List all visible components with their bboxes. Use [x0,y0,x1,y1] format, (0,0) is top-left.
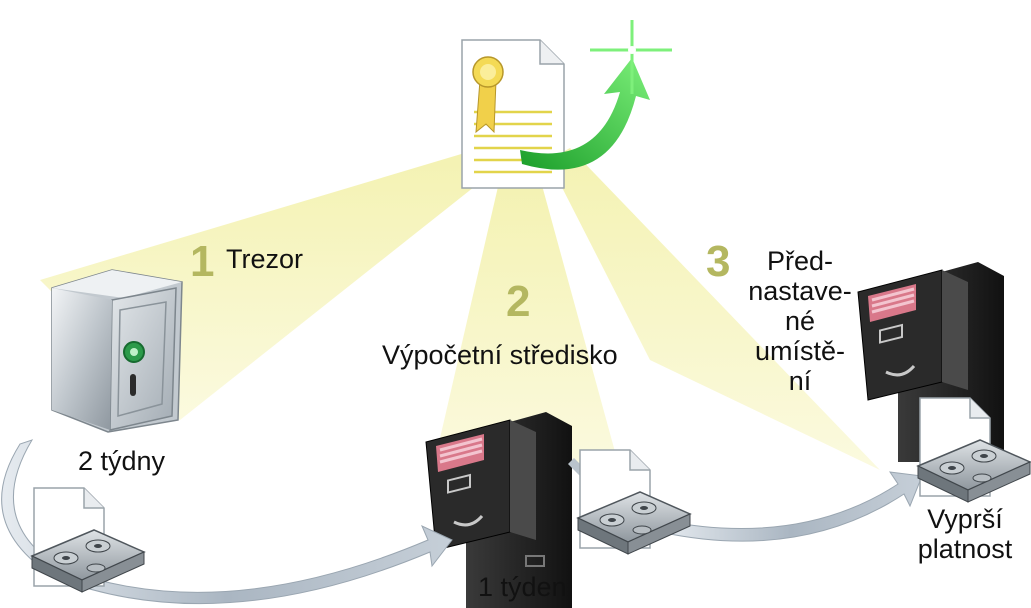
tape-cartridge-icon [917,397,1031,503]
beam-to-datacenter [435,178,620,470]
step-2-label: Výpočetní středisko [382,340,618,370]
beam-to-offsite [548,148,880,470]
step-3-number: 3 [706,237,731,286]
safe-icon [51,269,183,433]
expire-label-line: Vyprší [927,504,1003,534]
vault-duration-label: 2 týdny [78,446,166,476]
step-2-number: 2 [506,277,531,326]
step-3-label-line: umístě- [754,336,846,366]
datacenter-duration-label: 1 týden [478,572,567,602]
step-3-label-line: né [784,306,816,336]
step-3-label: Před- nastave- né umístě- ní [740,246,860,396]
renew-arrow-icon [520,20,672,170]
step-3-label-line: ní [788,366,812,396]
step-1-label: Trezor [226,244,304,274]
step-3-label-line: nastave- [748,276,852,306]
expire-label-line: platnost [917,534,1013,564]
arrow-datacenter-to-offsite [659,471,923,542]
certificate-icon [461,39,565,189]
expire-label: Vyprší platnost [900,504,1030,564]
tape-cartridge-icon [31,487,145,593]
step-1-number: 1 [190,237,215,286]
step-3-label-line: Před- [766,246,834,276]
tape-cartridge-icon [577,449,691,555]
